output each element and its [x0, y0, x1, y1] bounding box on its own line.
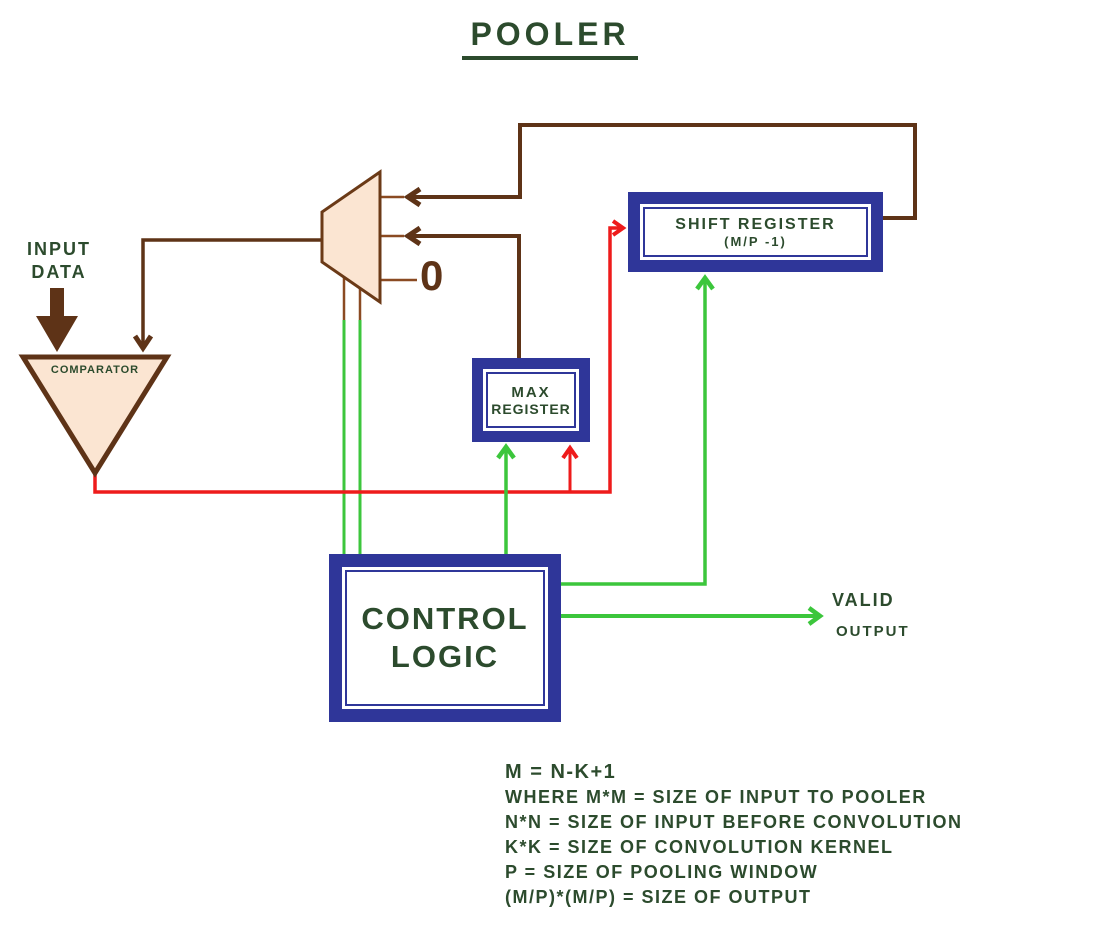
diagram-title: POOLER	[462, 16, 638, 60]
max-register-box: MAX REGISTER	[472, 358, 590, 442]
control-logic-line1: CONTROL	[361, 601, 529, 636]
valid-output-line2: OUTPUT	[836, 623, 910, 640]
formula-line: M = N-K+1	[505, 761, 617, 783]
wire-comparator-to-shift-register	[93, 219, 627, 494]
shift-register-line2: (M/P -1)	[724, 233, 787, 249]
comparator-label: COMPARATOR	[50, 364, 140, 376]
formula-line: (M/P)*(M/P) = SIZE OF OUTPUT	[505, 887, 812, 907]
wire-control-to-shift-register	[561, 274, 715, 586]
wire-shift-register-to-mux	[403, 123, 917, 220]
formula-line: N*N = SIZE OF INPUT BEFORE CONVOLUTION	[505, 812, 963, 832]
formula-line: K*K = SIZE OF CONVOLUTION KERNEL	[505, 837, 894, 857]
valid-output-line1: VALID	[832, 590, 895, 610]
formula-line: P = SIZE OF POOLING WINDOW	[505, 862, 819, 882]
max-register-line1: MAX	[511, 383, 551, 401]
comparator-shape	[18, 354, 172, 478]
input-data-line2: DATA	[31, 262, 87, 282]
input-data-line1: INPUT	[27, 239, 91, 259]
formula-line: WHERE M*M = SIZE OF INPUT TO POOLER	[505, 787, 927, 807]
control-logic-box: CONTROL LOGIC	[329, 554, 561, 722]
mux-zero-constant: 0	[420, 252, 444, 299]
shift-register-box: SHIFT REGISTER (M/P -1)	[628, 192, 883, 272]
wire-mux-to-comparator	[132, 238, 322, 353]
control-logic-line2: LOGIC	[390, 639, 500, 674]
mux-shape	[320, 169, 382, 305]
max-register-line2: REGISTER	[491, 400, 571, 417]
input-data-arrow	[36, 288, 78, 352]
wire-max-register-to-mux	[403, 225, 521, 358]
shift-register-line1: SHIFT REGISTER	[675, 215, 836, 233]
input-data-label: INPUT DATA	[18, 238, 100, 284]
formula-block: M = N-K+1 WHERE M*M = SIZE OF INPUT TO P…	[505, 760, 963, 910]
